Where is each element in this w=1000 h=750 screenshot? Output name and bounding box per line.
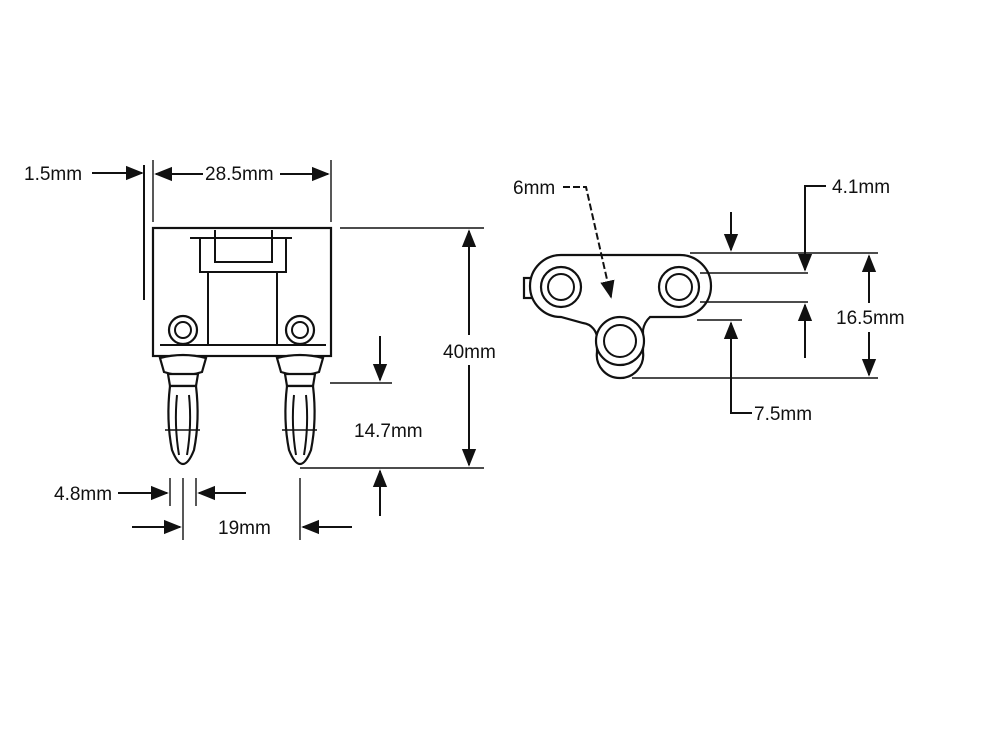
front-view: 1.5mm 28.5mm 40mm 14.7mm 4.8mm 19mm <box>24 160 496 540</box>
hole-right <box>657 265 701 309</box>
screw-hole-right-inner <box>291 321 309 339</box>
hole-left-inner <box>547 273 575 301</box>
label-wall-thickness: 1.5mm <box>24 164 82 185</box>
top-slot-outer <box>199 238 287 273</box>
label-pin-spacing: 19mm <box>218 518 271 539</box>
hole-right-inner <box>665 273 693 301</box>
leader-center-offset <box>723 321 752 414</box>
top-view: 6mm 4.1mm 16.5mm 7.5mm <box>513 177 905 425</box>
banana-pin-left <box>158 353 208 466</box>
leader-side-hole <box>563 186 615 299</box>
top-slot-inner <box>214 230 273 263</box>
banana-pin-right <box>275 353 325 466</box>
hole-center-inner <box>603 324 637 358</box>
label-body-width: 28.5mm <box>205 164 274 185</box>
screw-hole-left <box>167 314 199 346</box>
label-total-height: 40mm <box>443 342 496 363</box>
label-side-hole: 6mm <box>513 178 555 199</box>
leader-tab-thickness <box>797 185 826 272</box>
hole-left <box>539 265 583 309</box>
screw-hole-left-inner <box>174 321 192 339</box>
screw-hole-right <box>284 314 316 346</box>
label-tab-thickness: 4.1mm <box>832 177 890 198</box>
label-body-depth: 16.5mm <box>836 308 905 329</box>
label-pin-diameter: 4.8mm <box>54 484 112 505</box>
label-center-offset: 7.5mm <box>754 404 812 425</box>
label-pin-length: 14.7mm <box>354 421 423 442</box>
